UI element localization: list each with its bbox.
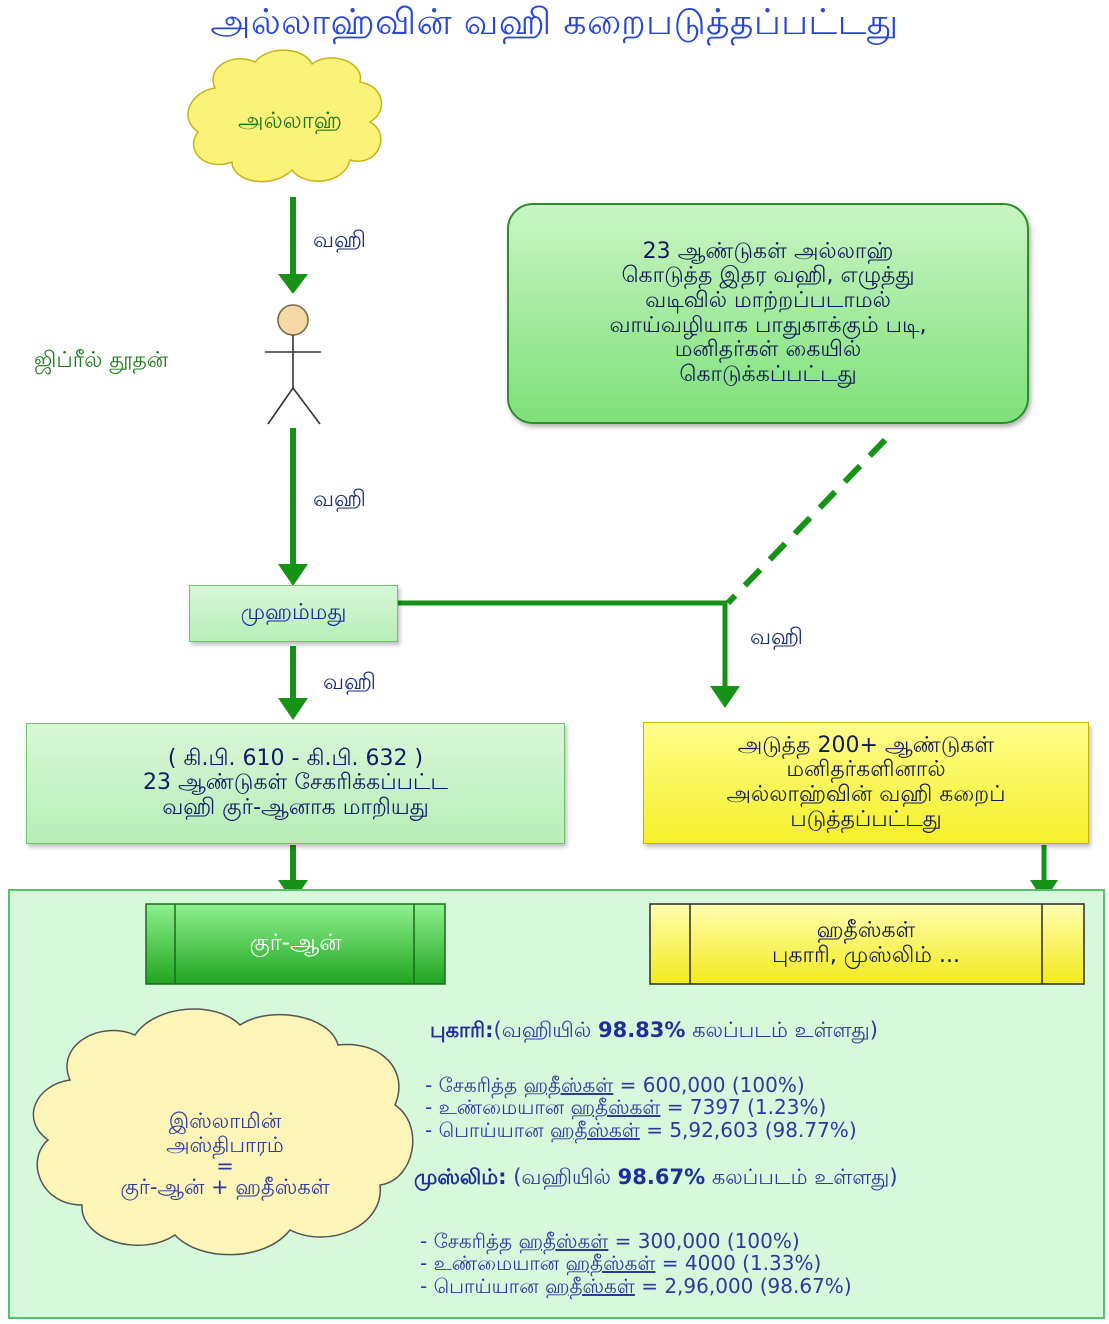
edge-label-vahi: வஹி [323, 670, 376, 695]
cloud-line: இஸ்லாமின் [168, 1109, 282, 1134]
note-line: கொடுத்த இதர வஹி, எழுத்து [621, 263, 915, 289]
bukhari-percent: 98.83% [597, 1018, 686, 1042]
muslim-heading: முஸ்லிம்: (வஹியில் 98.67% கலப்படம் உள்ளத… [414, 1165, 898, 1192]
node-quran: குர்-ஆன் [249, 930, 342, 956]
stat-value: = 2,96,000 (98.67%) [634, 1273, 852, 1298]
edge-label-vahi: வஹி [313, 228, 366, 253]
hadiths-title: ஹதீஸ்கள் [816, 918, 916, 944]
muslim-percent: 98.67% [617, 1165, 706, 1189]
stat-value: = 7397 (1.23%) [660, 1095, 827, 1120]
stat-term: ஹதீஸ்கள் [523, 1073, 614, 1097]
muslim-name: முஸ்லிம்: [414, 1165, 507, 1189]
allah-cloud [187, 49, 383, 183]
muslim-stats: - சேகரித்த ஹதீஸ்கள் = 300,000 (100%) - உ… [420, 1230, 852, 1297]
hadith-box-line: படுத்தப்பட்டது [790, 806, 942, 832]
bukhari-stat-row: - சேகரித்த ஹதீஸ்கள் = 600,000 (100%) [425, 1074, 857, 1096]
stat-value: = 300,000 (100%) [608, 1229, 800, 1253]
arrowhead [710, 686, 740, 708]
node-hadith-corruption: அடுத்த 200+ ஆண்டுகள் மனிதர்களினால் அல்லா… [643, 722, 1089, 844]
node-muhammad: முஹம்மது [189, 585, 398, 642]
muslim-stat-row: - சேகரித்த ஹதீஸ்கள் = 300,000 (100%) [420, 1230, 852, 1252]
hadith-box-line: அடுத்த 200+ ஆண்டுகள் [737, 732, 995, 758]
bukhari-heading: புகாரி:(வஹியில் 98.83% கலப்படம் உள்ளது) [430, 1018, 878, 1045]
node-hadiths: ஹதீஸ்கள் புகாரி, முஸ்லிம் ... [690, 910, 1042, 978]
arrowhead [278, 274, 308, 294]
stat-label: - சேகரித்த [425, 1073, 524, 1097]
edge-label-vahi: வஹி [313, 487, 366, 512]
hadiths-subtitle: புகாரி, முஸ்லிம் ... [772, 943, 960, 968]
bukhari-stat-row: - பொய்யான ஹதீஸ்கள் = 5,92,603 (98.77%) [425, 1119, 857, 1141]
bukhari-summary-open: (வஹியில் [493, 1018, 598, 1042]
muslim-summary-close: கலப்படம் உள்ளது) [705, 1165, 898, 1189]
cloud-line: அஸ்திபாரம் [166, 1132, 284, 1157]
hadith-box-line: மனிதர்களினால் [786, 757, 946, 783]
node-quran-collection: ( கி.பி. 610 - கி.பி. 632 ) 23 ஆண்டுகள் … [26, 723, 565, 844]
bukhari-stat-row: - உண்மையான ஹதீஸ்கள் = 7397 (1.23%) [425, 1096, 857, 1118]
stat-value: = 4000 (1.33%) [655, 1251, 822, 1276]
bukhari-summary-close: கலப்படம் உள்ளது) [685, 1018, 878, 1042]
quran-box-line: 23 ஆண்டுகள் சேகரிக்கப்பட்ட [143, 770, 448, 796]
stat-label: - பொய்யான [425, 1117, 550, 1142]
arrowhead [278, 564, 308, 586]
muslim-summary-open: (வஹியில் [506, 1165, 618, 1189]
stat-term: ஹதீஸ்கள் [565, 1251, 656, 1276]
stat-term: ஹதீஸ்கள் [518, 1229, 609, 1253]
note-line: கொடுக்கப்பட்டது [679, 361, 857, 387]
note-line: வாய்வழியாக பாதுகாக்கும் படி, [609, 312, 927, 338]
quran-box-line: ( கி.பி. 610 - கி.பி. 632 ) [167, 745, 424, 771]
note-line: 23 ஆண்டுகள் அல்லாஹ் [642, 238, 894, 264]
note-line: மனிதர்கள் கையில் [674, 337, 862, 363]
note-line: வடிவில் மாற்றப்படாமல் [645, 287, 891, 313]
node-muhammad-label: முஹம்மது [240, 600, 347, 626]
quran-box-line: வஹி குர்-ஆனாக மாறியது [162, 794, 429, 820]
stat-value: = 5,92,603 (98.77%) [639, 1117, 857, 1142]
stat-value: = 600,000 (100%) [613, 1073, 805, 1097]
stat-term: ஹதீஸ்கள் [544, 1273, 635, 1298]
stat-term: ஹதீஸ்கள் [570, 1095, 661, 1120]
stat-label: - உண்மையான [420, 1251, 566, 1276]
islam-cloud-text: இஸ்லாமின் அஸ்திபாரம் = குர்-ஆன் + ஹதீஸ்க… [40, 1090, 410, 1220]
hadith-box-line: அல்லாஹ்வின் வஹி கறைப் [726, 782, 1006, 807]
node-allah: அல்லாஹ் [238, 108, 342, 134]
stat-label: - உண்மையான [425, 1095, 571, 1120]
muslim-stat-row: - பொய்யான ஹதீஸ்கள் = 2,96,000 (98.67%) [420, 1275, 852, 1297]
cloud-line: = [216, 1154, 234, 1179]
bukhari-stats: - சேகரித்த ஹதீஸ்கள் = 600,000 (100%) - உ… [425, 1074, 857, 1141]
stat-term: ஹதீஸ்கள் [549, 1117, 640, 1142]
note-oral-revelation: 23 ஆண்டுகள் அல்லாஹ் கொடுத்த இதர வஹி, எழு… [507, 203, 1029, 424]
arrowhead [278, 698, 308, 720]
page-title: அல்லாஹ்வின் வஹி கறைபடுத்தப்பட்டது [210, 2, 899, 43]
edge-label-vahi: வஹி [750, 625, 803, 650]
stat-label: - பொய்யான [420, 1273, 545, 1298]
muslim-stat-row: - உண்மையான ஹதீஸ்கள் = 4000 (1.33%) [420, 1252, 852, 1274]
cloud-line: குர்-ஆன் + ஹதீஸ்கள் [120, 1175, 330, 1200]
edge-muhammad-hadith [398, 600, 728, 688]
bukhari-name: புகாரி: [430, 1018, 494, 1042]
node-gabriel-label: ஜிப்ரீல் தூதன் [34, 348, 169, 373]
stat-label: - சேகரித்த [420, 1229, 519, 1253]
note-connector [725, 437, 888, 606]
gabriel-figure [265, 304, 321, 425]
